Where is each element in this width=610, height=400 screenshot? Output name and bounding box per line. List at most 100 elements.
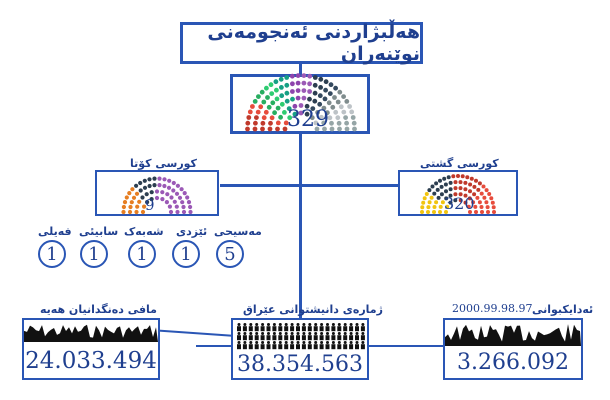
seat-dot	[149, 190, 154, 195]
seat-dot	[432, 210, 436, 214]
seat-dot	[460, 174, 465, 179]
person-figure	[337, 323, 342, 332]
seat-dot	[260, 120, 266, 126]
person-figure	[290, 323, 295, 332]
seat-dot	[448, 180, 453, 185]
seat-dot	[439, 192, 444, 197]
seat-dot	[309, 115, 315, 121]
seat-dot	[252, 126, 258, 132]
seat-dot	[344, 99, 350, 104]
seat-dot	[351, 120, 357, 126]
person-figure	[242, 341, 247, 350]
seat-dot	[333, 85, 338, 91]
seat-dot	[250, 104, 255, 109]
seat-dot	[352, 126, 357, 132]
seat-dot	[484, 200, 489, 205]
seat-dot	[323, 79, 329, 85]
people-icon	[237, 323, 365, 350]
person-figure	[349, 323, 354, 332]
seat-dot	[439, 184, 444, 189]
seat-dot	[481, 184, 486, 189]
person-figure	[307, 323, 312, 332]
seat-dot	[265, 95, 270, 100]
seat-dot	[154, 189, 160, 194]
person-figure	[284, 341, 289, 350]
seat-dot	[154, 195, 160, 201]
seat-dot	[337, 89, 343, 95]
minority-label-sabian: سابیئی	[79, 225, 119, 238]
seat-dot	[468, 182, 473, 187]
seat-dot	[287, 115, 293, 121]
general-label: کورسی گشتی	[420, 157, 499, 170]
seat-dot	[284, 90, 290, 96]
seat-dot	[453, 192, 458, 197]
seat-dot	[261, 99, 267, 105]
seat-dot	[263, 109, 269, 115]
person-figure	[307, 332, 312, 341]
seat-dot	[267, 126, 273, 132]
seat-dot	[301, 80, 307, 86]
person-figure	[266, 332, 271, 341]
seat-dot	[270, 100, 276, 106]
seat-dot	[142, 178, 147, 183]
seat-dot	[290, 89, 295, 94]
seat-dot	[181, 209, 187, 215]
seat-dot	[121, 209, 126, 215]
seat-dot	[162, 183, 167, 189]
seat-dot	[169, 195, 174, 200]
seat-dot	[453, 186, 458, 191]
seat-dot	[312, 90, 318, 96]
person-figure	[343, 332, 348, 341]
seat-dot	[177, 195, 183, 200]
seat-dot	[307, 81, 312, 87]
person-figure	[325, 323, 330, 332]
seat-dot	[474, 210, 478, 214]
seat-dot	[421, 200, 426, 205]
seat-dot	[168, 209, 174, 215]
person-figure	[307, 341, 312, 350]
seat-dot	[252, 99, 258, 104]
page-title: هەڵبژاردنی ئەنجومەنی نوێنەران	[207, 21, 420, 65]
seat-dot	[166, 185, 172, 190]
seat-dot	[188, 209, 193, 215]
eligible-label: مافی دەنگدانیان هەیە	[40, 303, 157, 316]
person-figure	[272, 341, 277, 350]
person-figure	[290, 332, 295, 341]
seat-dot	[323, 87, 328, 93]
seat-dot	[326, 100, 332, 106]
seat-dot	[167, 178, 172, 183]
seat-dot	[327, 115, 333, 121]
seat-dot	[325, 110, 330, 116]
minority-value-christian: 5	[216, 240, 244, 268]
seat-dot	[312, 75, 318, 80]
seat-dot	[315, 110, 320, 115]
seat-dot	[448, 187, 453, 192]
seat-dot	[427, 188, 432, 193]
seat-dot	[274, 96, 280, 102]
seat-dot	[484, 188, 489, 193]
seat-dot	[122, 200, 128, 205]
person-figure	[331, 341, 336, 350]
seat-dot	[295, 80, 301, 86]
seat-dot	[463, 187, 468, 192]
seat-dot	[142, 185, 148, 190]
person-figure	[360, 332, 365, 341]
person-figure	[248, 332, 253, 341]
general-total: 320	[444, 194, 475, 213]
person-figure	[237, 332, 241, 341]
person-figure	[313, 323, 318, 332]
seat-dot	[436, 195, 441, 200]
seat-dot	[317, 93, 323, 99]
seat-dot	[149, 197, 154, 202]
seat-dot	[282, 126, 288, 132]
seat-dot	[329, 126, 335, 132]
ids-label: ئەدایکبوانی	[532, 303, 594, 316]
seat-dot	[127, 191, 132, 196]
quota-box: 9	[95, 170, 219, 216]
seat-dot	[335, 115, 341, 121]
seat-dot	[274, 87, 279, 93]
seat-dot	[337, 126, 342, 132]
seat-dot	[275, 126, 280, 132]
seat-dot	[284, 98, 290, 104]
seat-dot	[427, 200, 432, 205]
